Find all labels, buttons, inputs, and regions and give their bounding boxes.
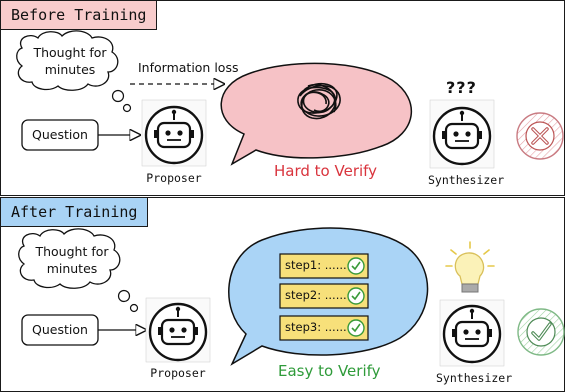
- check-icon: [517, 308, 565, 356]
- after-training-badge: After Training: [1, 198, 149, 227]
- step-label-3: step3: ......: [285, 320, 347, 334]
- step-box-2: [279, 283, 369, 309]
- cross-icon: [516, 112, 564, 160]
- thought-line-1: Thought for: [33, 45, 107, 60]
- synthesizer-label-before: Synthesizer: [428, 173, 505, 187]
- step-box-3: [279, 315, 369, 341]
- easy-to-verify-label: Easy to Verify: [278, 362, 381, 380]
- information-loss-label: Information loss: [138, 60, 239, 75]
- step-box-1: [279, 253, 369, 279]
- synthesizer-robot-icon-after: [439, 299, 505, 367]
- thought-cloud-before: [16, 30, 132, 113]
- light-bulb-icon: [445, 241, 495, 293]
- step-label-1: step1: ......: [285, 258, 347, 272]
- thought-cloud-after: [18, 228, 139, 313]
- thought-line-2: minutes: [44, 62, 96, 77]
- synthesizer-robot-icon-before: [429, 99, 495, 169]
- question-label-after: Question: [32, 322, 88, 337]
- thought-text-before: Thought for minutes: [32, 44, 108, 78]
- hard-to-verify-label: Hard to Verify: [274, 162, 378, 180]
- proposer-robot-icon-after: [145, 297, 211, 363]
- question-label-before: Question: [32, 127, 88, 142]
- proposer-label-before: Proposer: [146, 171, 202, 185]
- thought-line-2: minutes: [46, 261, 98, 276]
- proposer-label-after: Proposer: [150, 366, 206, 380]
- synthesizer-label-after: Synthesizer: [436, 371, 513, 385]
- before-training-badge: Before Training: [1, 1, 158, 30]
- proposer-robot-icon-before: [141, 99, 207, 167]
- step-label-2: step2: ......: [285, 288, 347, 302]
- thought-text-after: Thought for minutes: [34, 243, 110, 277]
- thought-line-1: Thought for: [35, 244, 109, 259]
- scribble-icon: [297, 82, 341, 120]
- question-marks-label: ???: [446, 78, 477, 97]
